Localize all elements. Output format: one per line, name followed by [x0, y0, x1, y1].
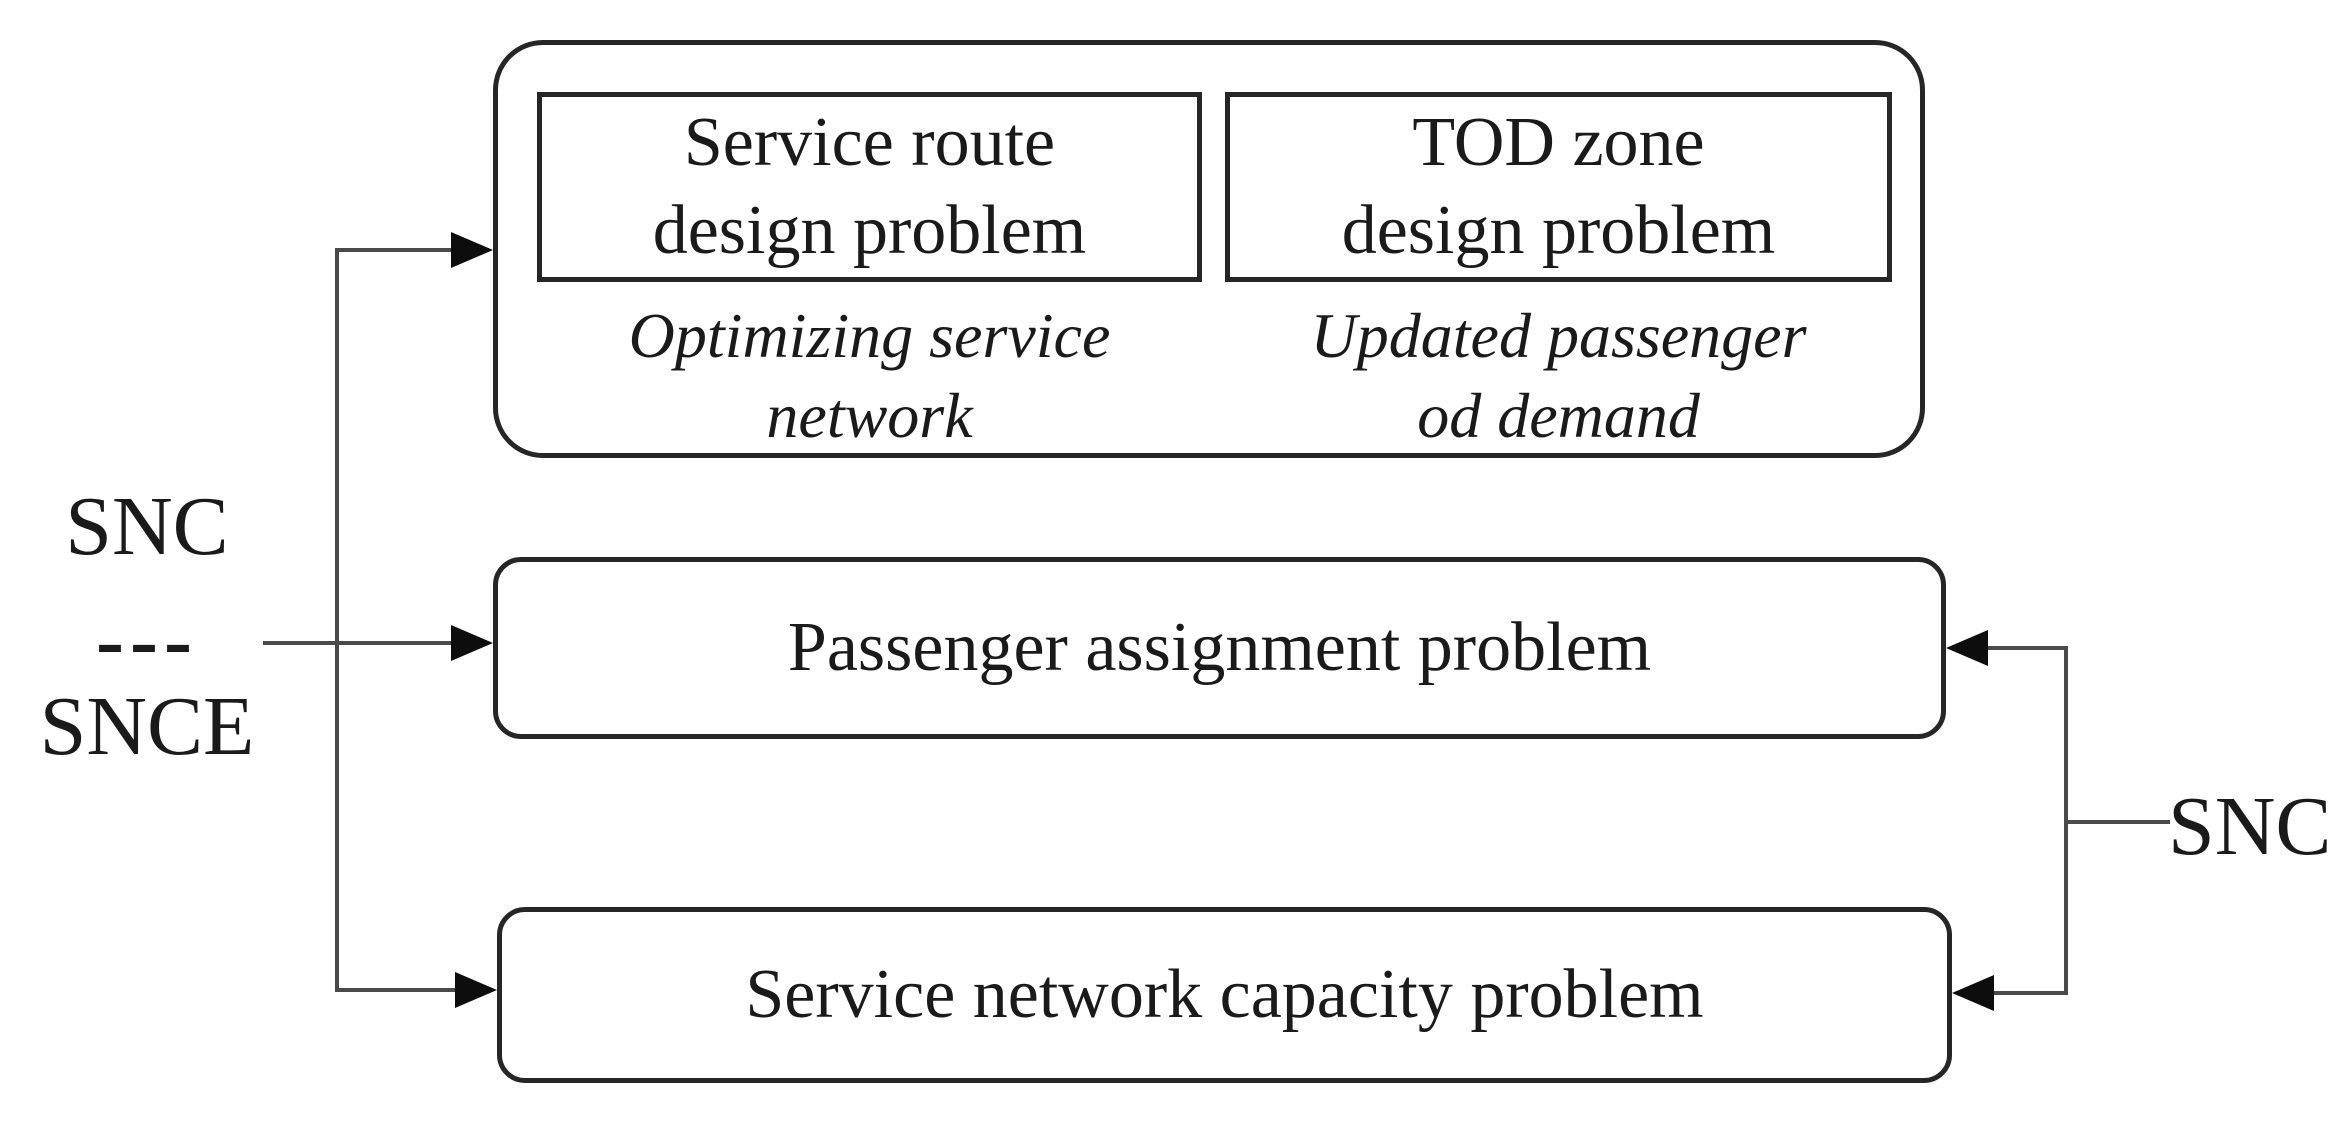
caption-right-line2: od demand	[1417, 380, 1700, 451]
service-route-title-line2: design problem	[652, 192, 1087, 269]
optimizing-service-network-caption: Optimizing service network	[507, 296, 1232, 456]
service-route-design-problem-box: Service route design problem	[537, 92, 1202, 282]
left-label-snc: SNC	[65, 480, 229, 573]
service-network-capacity-problem-box: Service network capacity problem	[497, 907, 1952, 1083]
arrowhead-into-passenger-assignment-icon	[451, 625, 493, 661]
tod-zone-title-line2: design problem	[1341, 192, 1776, 269]
caption-left-line2: network	[766, 380, 973, 451]
tod-zone-design-problem-box: TOD zone design problem	[1225, 92, 1892, 282]
arrowhead-into-design-group-icon	[451, 232, 493, 268]
updated-passenger-od-demand-caption: Updated passenger od demand	[1195, 296, 1922, 456]
right-branch-bottom-line	[1992, 991, 2068, 995]
right-label-connector-line	[2066, 820, 2170, 824]
left-branch-middle-line	[263, 641, 455, 645]
arrowhead-into-service-network-capacity-right-icon	[1952, 975, 1994, 1011]
service-route-title-line1: Service route	[683, 104, 1056, 181]
tod-zone-title-line1: TOD zone	[1412, 104, 1705, 181]
caption-right-line1: Updated passenger	[1310, 300, 1807, 371]
left-label-dashes: ---	[96, 594, 198, 687]
left-trunk-vertical-line	[335, 248, 339, 992]
left-label-snce: SNCE	[39, 680, 255, 773]
passenger-assignment-label: Passenger assignment problem	[787, 609, 1652, 686]
arrowhead-into-passenger-assignment-right-icon	[1946, 630, 1988, 666]
right-branch-middle-line	[1986, 646, 2068, 650]
right-label-snc: SNC	[2168, 780, 2332, 873]
left-branch-top-line	[337, 248, 455, 252]
left-branch-bottom-line	[337, 988, 459, 992]
passenger-assignment-problem-box: Passenger assignment problem	[493, 557, 1946, 739]
arrowhead-into-service-network-capacity-icon	[455, 972, 497, 1008]
service-network-capacity-label: Service network capacity problem	[745, 956, 1704, 1033]
caption-left-line1: Optimizing service	[628, 300, 1111, 371]
